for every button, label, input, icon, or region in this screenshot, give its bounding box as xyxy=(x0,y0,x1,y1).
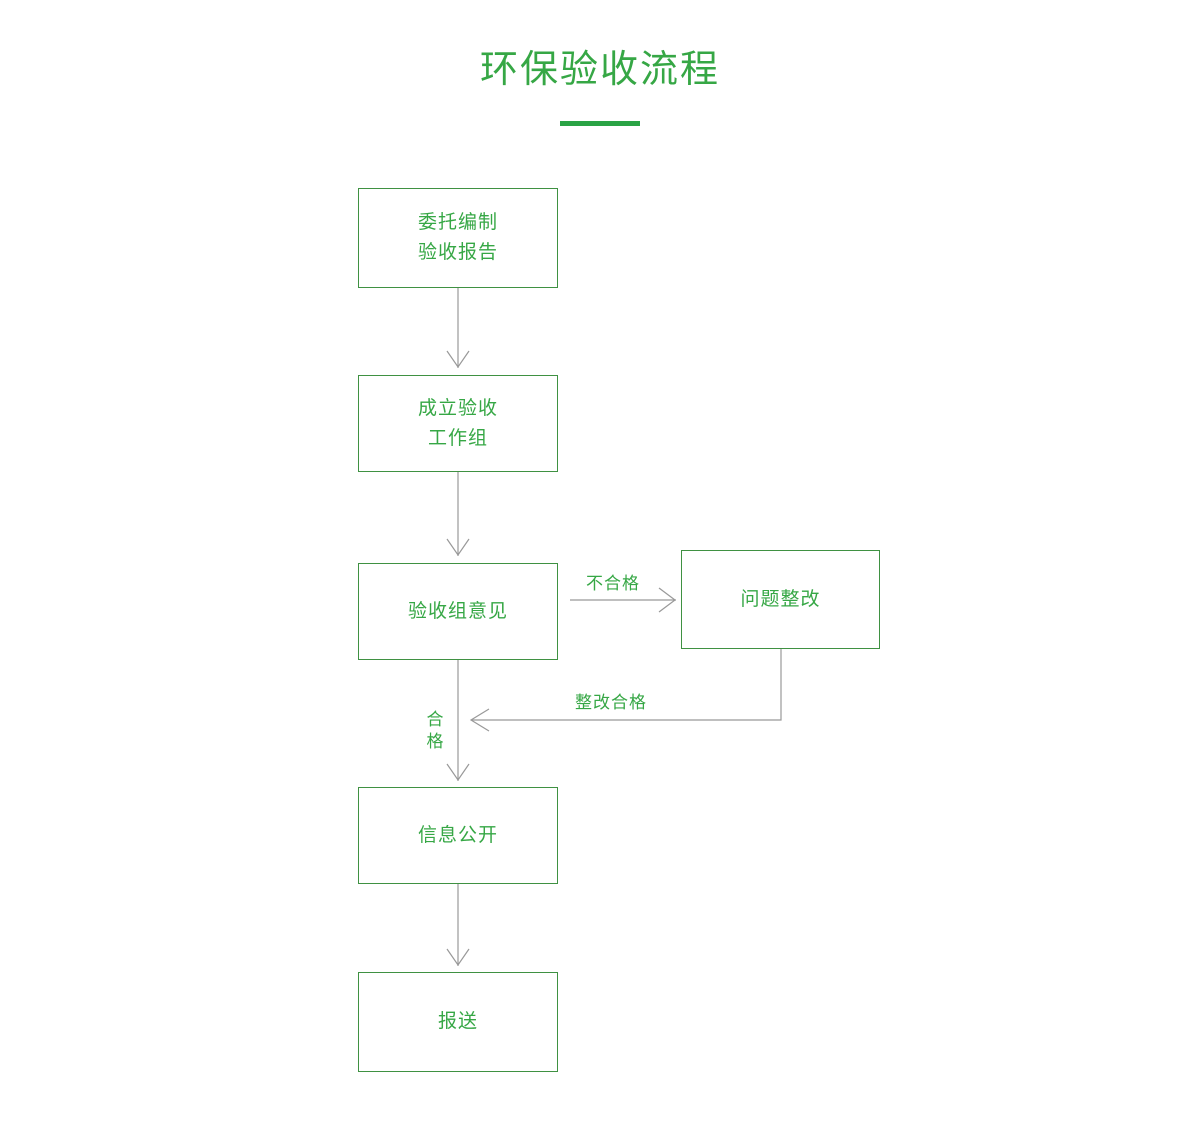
flow-node-label: 成立验收 工作组 xyxy=(417,397,498,449)
flow-node-entrust-report[interactable]: 委托编制 验收报告 xyxy=(358,188,558,288)
flow-node-label: 信息公开 xyxy=(417,824,498,846)
flow-node-label: 报送 xyxy=(437,1011,478,1032)
flow-node-label: 委托编制 验收报告 xyxy=(417,212,498,263)
edge-label-fail: 不合格 xyxy=(586,574,640,593)
edge-label-pass: 合格 xyxy=(425,709,445,753)
flow-node-problem-rectification[interactable]: 问题整改 xyxy=(681,550,880,649)
title-divider xyxy=(560,121,640,126)
flow-node-label: 验收组意见 xyxy=(407,600,508,622)
edge-label-rectified-pass: 整改合格 xyxy=(575,693,647,712)
flow-node-submit[interactable]: 报送 xyxy=(358,972,558,1072)
flow-node-acceptance-opinion[interactable]: 验收组意见 xyxy=(358,563,558,660)
flow-node-information-disclosure[interactable]: 信息公开 xyxy=(358,787,558,884)
connector-n2-n3 xyxy=(446,472,470,557)
flow-node-label: 问题整改 xyxy=(740,588,821,610)
edge-label-pass-text: 合格 xyxy=(426,710,444,751)
connector-n5-n6 xyxy=(446,884,470,967)
connector-n1-n2 xyxy=(446,288,470,369)
connector-n3-n5 xyxy=(446,660,470,782)
connector-n4-return xyxy=(469,649,782,732)
page-title: 环保验收流程 xyxy=(479,49,720,91)
flow-node-form-workgroup[interactable]: 成立验收 工作组 xyxy=(358,375,558,472)
